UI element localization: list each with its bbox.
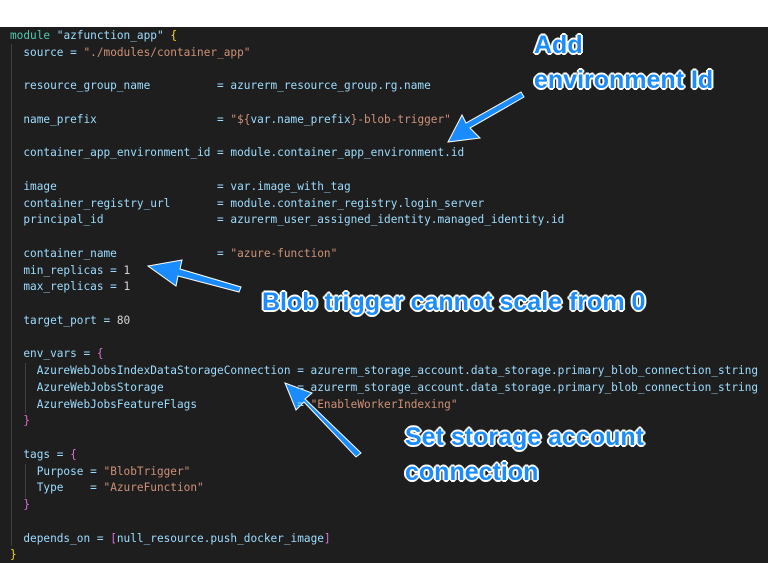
code-token: AzureWebJobsFeatureFlags = [10, 397, 311, 411]
code-token: image = var.image_with_tag [10, 179, 351, 193]
code-line [10, 514, 758, 531]
annotation-env-id-2: environment Id [534, 66, 714, 94]
code-line: source = "./modules/container_app" [10, 45, 758, 62]
storage-arrow-layer [284, 382, 362, 458]
code-line: Purpose = "BlobTrigger" [10, 464, 758, 481]
code-token: "azfunction_app" [56, 29, 171, 42]
annotation-storage-2: connection [405, 458, 539, 486]
code-line: principal_id = azurerm_user_assigned_ide… [10, 212, 758, 229]
code-line: depends_on = [null_resource.push_docker_… [10, 531, 758, 548]
annotation-scale: Blob trigger cannot scale from 0 [262, 288, 646, 316]
code-line: env_vars = { [10, 346, 758, 363]
code-token: principal_id = azurerm_user_assigned_ide… [10, 213, 565, 227]
code-token: [ [110, 531, 117, 545]
code-token: min_replicas = [10, 263, 124, 277]
arrow-env-id [447, 91, 525, 143]
code-token: AzureWebJobsIndexDataStorageConnection =… [10, 364, 759, 377]
code-token: } [10, 548, 17, 562]
code-token: { [96, 347, 104, 361]
code-line [10, 95, 758, 112]
code-line: image = var.image_with_tag [10, 179, 758, 196]
code-line [10, 162, 758, 179]
code-token: } [10, 414, 31, 428]
code-token: "BlobTrigger" [103, 464, 191, 478]
code-token: "azure-function" [230, 246, 338, 260]
arrow-scale [146, 259, 242, 293]
code-line: tags = { [10, 447, 758, 464]
code-token: Type = [10, 481, 104, 495]
indent-guide [25, 363, 26, 413]
annotation-storage-1: Set storage account [405, 423, 644, 451]
code-token: }-blob-trigger" [350, 112, 451, 126]
code-token: "./modules/container_app" [83, 45, 251, 59]
code-token: "AzureFunction" [103, 481, 204, 495]
code-token: null_resource.push_docker_image [116, 531, 324, 545]
code-line: container_registry_url = module.containe… [10, 196, 758, 213]
code-token: "EnableWorkerIndexing" [310, 397, 458, 411]
code-line: AzureWebJobsFeatureFlags = "EnableWorker… [10, 397, 758, 414]
code-token: AzureWebJobsStorage = azurerm_storage_ac… [10, 380, 759, 394]
code-token: container_name = [10, 246, 231, 260]
code-token: { [70, 447, 77, 461]
code-token: name_prefix = [10, 112, 231, 126]
code-token: 1 [123, 263, 131, 277]
arrow-storage [284, 382, 362, 458]
indent-guide [11, 44, 12, 546]
code-line [10, 330, 758, 347]
arrow-icon [146, 91, 525, 293]
code-token: max_replicas = [10, 280, 124, 294]
code-token: module [10, 29, 57, 42]
code-line [10, 229, 758, 246]
code-token: target_port = [10, 313, 117, 327]
code-token: } [10, 498, 31, 511]
code-line: target_port = 80 [10, 313, 758, 330]
code-token: tags = [10, 447, 71, 461]
code-line: } [10, 497, 758, 514]
code-line: min_replicas = 1 [10, 263, 758, 280]
code-line [10, 430, 758, 447]
code-line: AzureWebJobsIndexDataStorageConnection =… [10, 363, 758, 380]
annotation-env-id-1: Add [534, 31, 583, 59]
code-line [10, 129, 758, 146]
code-line [10, 296, 758, 313]
code-token: container_app_environment_id = module.co… [10, 146, 465, 160]
code-token: "${ [230, 112, 251, 126]
code-token: ] [323, 531, 331, 545]
code-line: AzureWebJobsStorage = azurerm_storage_ac… [10, 380, 758, 397]
code-line: Type = "AzureFunction" [10, 480, 758, 497]
code-content[interactable]: module "azfunction_app" { source = "./mo… [10, 28, 758, 563]
code-line: max_replicas = 1 [10, 279, 758, 296]
code-token: Purpose = [10, 464, 104, 478]
code-line: container_name = "azure-function" [10, 246, 758, 263]
code-token: var.name_prefix [250, 112, 351, 126]
code-token: 1 [123, 280, 131, 294]
indent-guide [25, 464, 26, 498]
code-token: resource_group_name = azurerm_resource_g… [10, 79, 431, 93]
code-token: container_registry_url = module.containe… [10, 196, 485, 210]
code-line: name_prefix = "${var.name_prefix}-blob-t… [10, 112, 758, 129]
code-line: container_app_environment_id = module.co… [10, 145, 758, 162]
code-line: resource_group_name = azurerm_resource_g… [10, 78, 758, 95]
code-editor[interactable]: module "azfunction_app" { source = "./mo… [0, 27, 768, 563]
code-token: env_vars = [10, 347, 97, 361]
code-token: 80 [116, 313, 131, 327]
code-token: { [170, 29, 177, 42]
code-token: source = [10, 45, 84, 59]
code-line [10, 62, 758, 79]
code-line: } [10, 413, 758, 430]
code-line: } [10, 547, 758, 563]
code-token: depends_on = [10, 531, 111, 545]
code-line: module "azfunction_app" { [10, 28, 758, 45]
